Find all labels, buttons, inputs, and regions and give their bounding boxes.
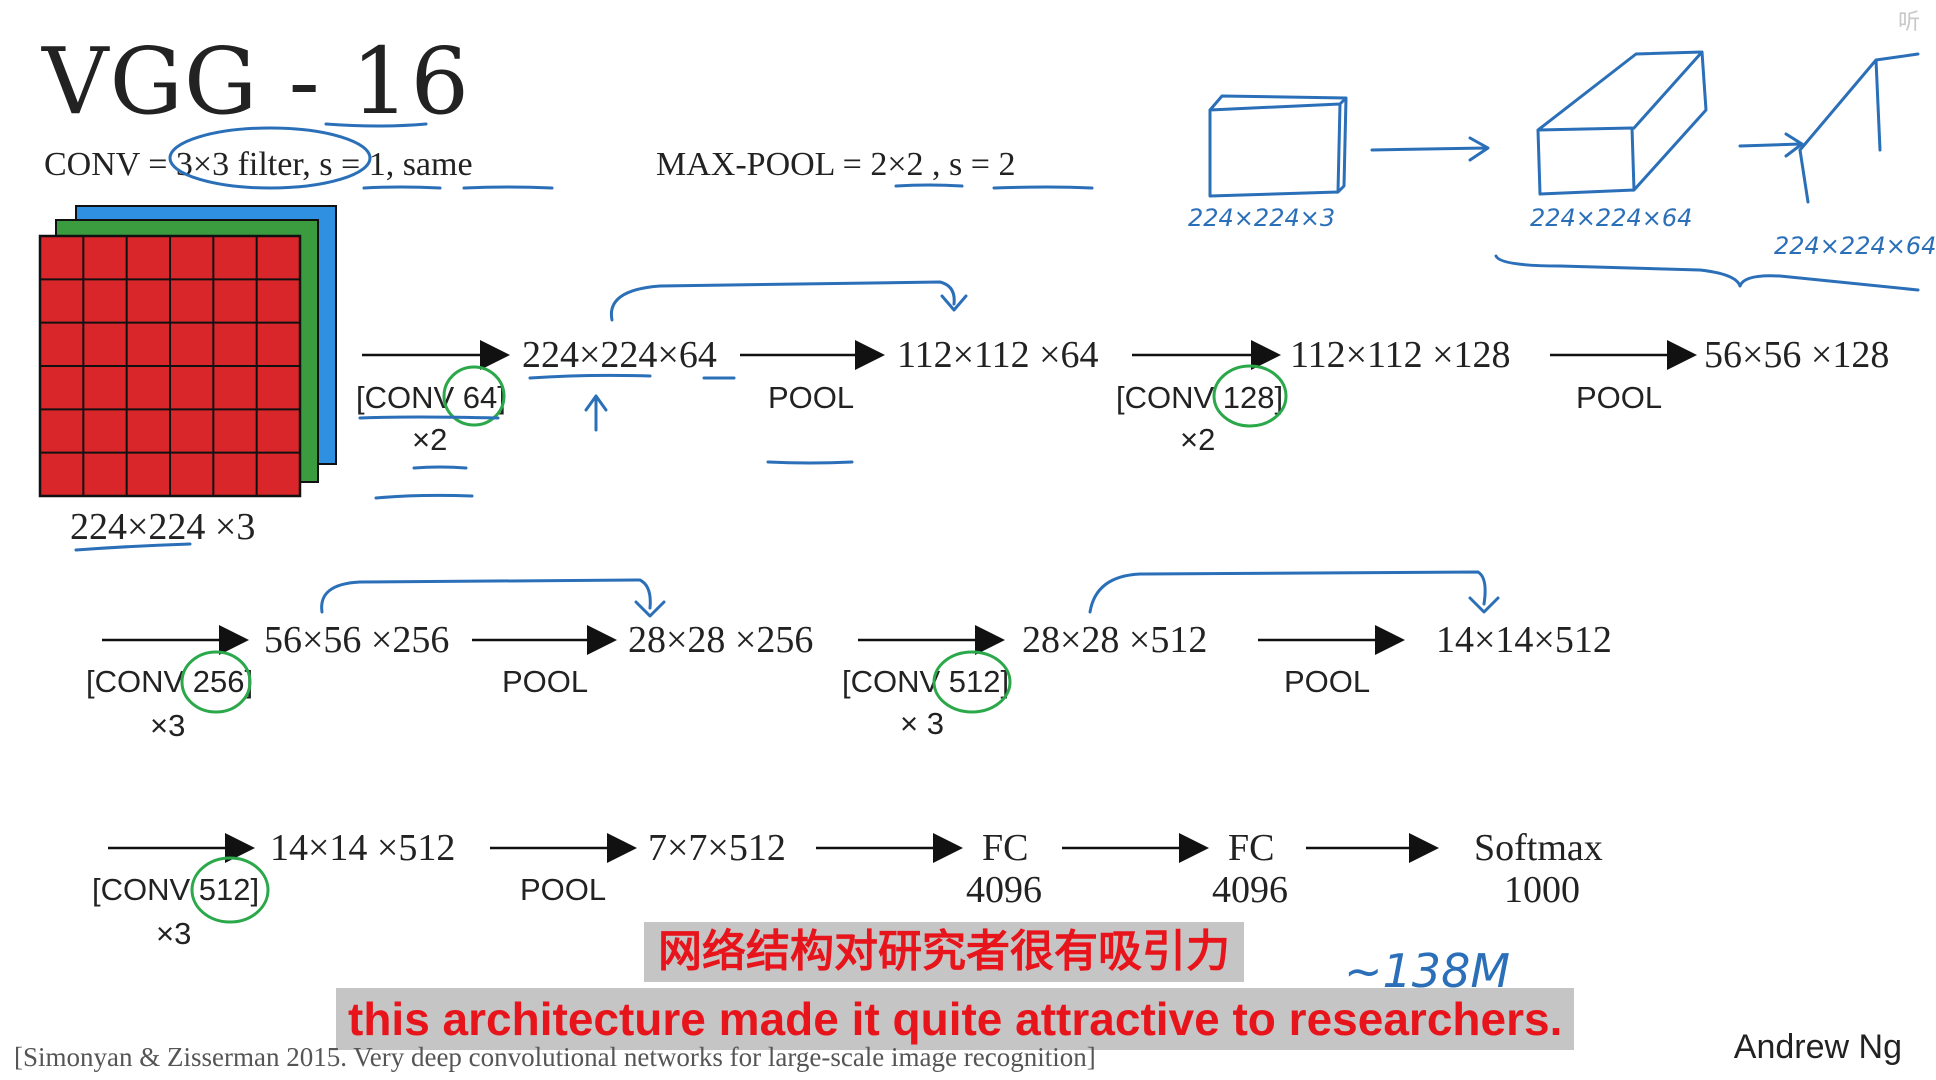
layer-output-7x7x512: 7×7×512	[648, 827, 786, 869]
bracket-224-to-112	[609, 280, 968, 322]
circle-conv512b	[190, 856, 270, 924]
fc1-label: FC	[982, 827, 1029, 869]
layer-output-112x112x128: 112×112 ×128	[1290, 334, 1511, 376]
layer-output-112x112x64: 112×112 ×64	[897, 334, 1099, 376]
conv256-label: [CONV 256]	[86, 664, 254, 699]
watermark: 听	[1897, 10, 1920, 35]
layer-output-224x224x64: 224×224×64	[522, 334, 717, 376]
citation: [Simonyan & Zisserman 2015. Very deep co…	[14, 1042, 1096, 1072]
conv64-label: [CONV 64]	[356, 380, 506, 415]
sketch-volume-2	[1536, 50, 1708, 196]
conv512a-label: [CONV 512]	[842, 664, 1010, 699]
conv512b-label: [CONV 512]	[92, 872, 260, 907]
softmax-size: 1000	[1504, 869, 1580, 911]
sketch-brace	[1494, 254, 1920, 292]
input-size-label: 224×224 ×3	[70, 506, 256, 548]
red-channel-grid	[38, 234, 302, 498]
circle-conv256	[180, 650, 252, 714]
sketch-arrow-2	[1738, 132, 1804, 158]
underline-s1	[362, 185, 442, 190]
circle-conv512a	[932, 650, 1012, 714]
conv256-multiplier: ×3	[150, 708, 186, 743]
softmax-label: Softmax	[1474, 827, 1603, 869]
layer-output-28x28x512: 28×28 ×512	[1022, 619, 1208, 661]
underline-pool1	[766, 460, 854, 465]
pool4-label: POOL	[1284, 664, 1371, 699]
subtitle-english: this architecture made it quite attracti…	[336, 988, 1575, 1050]
pool1-label: POOL	[768, 380, 855, 415]
underline-extra	[374, 493, 474, 500]
sketch-volume-3	[1798, 52, 1920, 204]
conv128-multiplier: ×2	[1180, 422, 1216, 457]
sketch-arrow-1	[1370, 136, 1490, 162]
author-name: Andrew Ng	[1733, 1028, 1902, 1066]
layer-output-28x28x256: 28×28 ×256	[628, 619, 814, 661]
underline-x2	[412, 465, 468, 470]
layer-output-56x56x256: 56×56 ×256	[264, 619, 450, 661]
subtitle-chinese: 网络结构对研究者很有吸引力	[644, 922, 1244, 982]
circle-conv64	[442, 365, 506, 427]
bracket-56-to-28	[320, 578, 666, 618]
handwritten-vol3: 224×224×64	[1774, 232, 1936, 260]
bracket-28-to-14	[1088, 570, 1500, 614]
underline-224x224x64	[528, 373, 652, 380]
conv512a-multiplier: × 3	[900, 706, 944, 741]
input-image-stack	[38, 205, 337, 498]
pool3-label: POOL	[502, 664, 589, 699]
page-title: VGG - 16	[42, 28, 471, 135]
conv512b-multiplier: ×3	[156, 916, 192, 951]
maxpool-definition: MAX-POOL = 2×2 , s = 2	[656, 146, 1016, 183]
handwritten-vol1: 224×224×3	[1188, 204, 1336, 232]
underline-2x2	[894, 183, 964, 188]
fc2-label: FC	[1228, 827, 1275, 869]
fc1-size: 4096	[966, 869, 1042, 911]
conv64-multiplier: ×2	[412, 422, 448, 457]
fc2-size: 4096	[1212, 869, 1288, 911]
conv-definition: CONV = 3×3 filter, s = 1, same	[44, 146, 473, 183]
sketch-volume-1	[1208, 94, 1348, 198]
layer-output-56x56x128: 56×56 ×128	[1704, 334, 1890, 376]
circle-conv128	[1212, 364, 1288, 428]
underline-same	[462, 185, 554, 190]
pool5-label: POOL	[520, 872, 607, 907]
circle-3x3-filter	[168, 126, 372, 190]
underline-conv64-bracket	[358, 415, 500, 420]
pool2-label: POOL	[1576, 380, 1663, 415]
underline-input	[74, 542, 192, 552]
handwritten-vol2: 224×224×64	[1530, 204, 1693, 232]
layer-output-14x14x512-b: 14×14 ×512	[270, 827, 456, 869]
underline-s2	[992, 185, 1094, 190]
conv128-label: [CONV 128]	[1116, 380, 1284, 415]
layer-output-14x14x512: 14×14×512	[1436, 619, 1612, 661]
underline-16	[324, 122, 428, 128]
up-arrow	[584, 394, 608, 432]
